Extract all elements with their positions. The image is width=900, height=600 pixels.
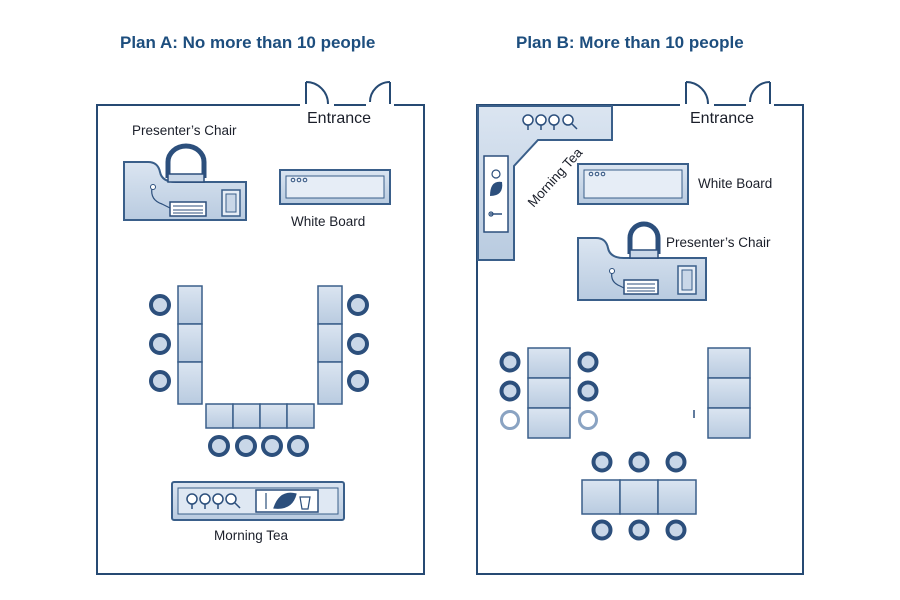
chair-icon: [627, 221, 661, 259]
chair-icon: [500, 410, 598, 430]
plan-a-morning-tea-label: Morning Tea: [214, 528, 289, 543]
door-icon: [680, 81, 714, 109]
chair-icon: [149, 294, 369, 457]
door-icon: [366, 81, 394, 109]
desk-icon: [577, 237, 707, 301]
desk-icon: [123, 161, 247, 221]
laptop-icon: [150, 184, 207, 217]
tea-tray-icon: [477, 105, 613, 261]
plan-b-white-board-label: White Board: [698, 176, 773, 191]
plan-a-entrance-label: Entrance: [307, 110, 372, 127]
chair-icon: [499, 351, 687, 541]
whiteboard-icon: [279, 169, 391, 205]
cups-icon: [186, 493, 241, 509]
laptop-icon: [609, 268, 659, 295]
plan-b-entrance-label: Entrance: [690, 110, 755, 127]
whiteboard-icon: [577, 163, 689, 205]
door-icon: [746, 81, 774, 109]
plan-b-presenters-chair-label: Presenter’s Chair: [666, 235, 771, 250]
plan-a-presenters-chair-label: Presenter’s Chair: [132, 123, 237, 138]
door-icon: [300, 81, 334, 109]
table-icon: [527, 347, 751, 515]
tea-tray-icon: [265, 492, 311, 510]
plan-a-white-board-label: White Board: [291, 214, 366, 229]
tea-tray-icon: [171, 481, 345, 521]
cups-icon: [522, 114, 578, 130]
table-icon: [177, 285, 343, 429]
chair-icon: [165, 143, 207, 183]
plan-b-title: Plan B: More than 10 people: [516, 33, 744, 52]
plan-a-title: Plan A: No more than 10 people: [120, 33, 376, 52]
